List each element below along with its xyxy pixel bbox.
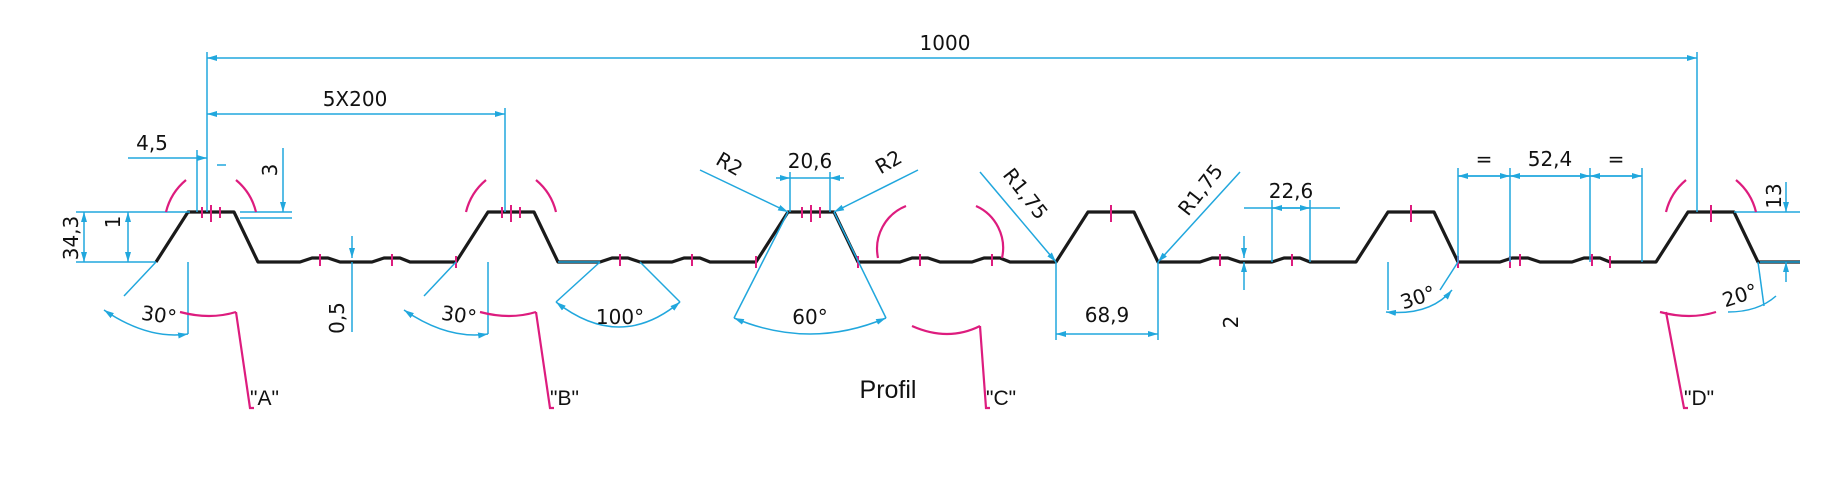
callout-c-label: "C": [986, 387, 1016, 410]
rib-base-label: 68,9: [1085, 303, 1130, 327]
crest-step-label: 3: [258, 164, 282, 177]
detail-c-marker: "C": [875, 204, 1016, 410]
dim-crest-top: 20,6 R2 R2: [699, 145, 919, 213]
dim-valley-step: 0,5: [325, 236, 355, 334]
angle-valley-label: 100°: [596, 305, 644, 329]
crest-top-label: 20,6: [788, 149, 833, 173]
dim-rib-base: 68,9: [1055, 262, 1159, 340]
step-height-label: 1: [101, 216, 125, 229]
overall-width-label: 1000: [920, 31, 971, 55]
dim-crest-edge: 4,5 3: [128, 131, 292, 219]
detail-b-marker: "B": [464, 179, 579, 410]
angle-b-label: 30°: [440, 301, 478, 330]
radius-right-label: R2: [871, 145, 906, 179]
callout-a-label: "A": [250, 387, 279, 410]
detail-a-marker: "A": [164, 179, 279, 410]
dim-edge-height: 13: [1734, 182, 1800, 282]
detail-d-marker: "D": [1659, 179, 1758, 410]
pitch-label: 5X200: [323, 87, 388, 111]
callout-d-label: "D": [1684, 387, 1714, 410]
profile-ticks: [201, 205, 1712, 268]
crest-edge-label: 4,5: [136, 131, 168, 155]
valley-step-label: 0,5: [325, 302, 349, 334]
radius-small-left-label: R1,75: [998, 163, 1053, 224]
sheet-profile-line: [154, 210, 1800, 264]
drawing-title: Profil: [860, 376, 917, 404]
rib-width-label: 22,6: [1269, 179, 1314, 203]
dim-overall-width: 1000: [206, 31, 1698, 212]
dim-rib-width: 22,6: [1244, 179, 1340, 262]
dim-angle-d-left: 30°: [1385, 261, 1459, 316]
angle-crest-label: 60°: [792, 305, 827, 329]
radius-left-label: R2: [712, 147, 747, 181]
dim-angle-a: 30°: [103, 261, 189, 339]
radius-small-right-label: R1,75: [1173, 159, 1228, 220]
dim-angle-d-right: 20°: [1719, 261, 1777, 313]
total-height-label: 34,3: [59, 216, 83, 261]
dim-valley-width: = 52,4 =: [1457, 147, 1643, 262]
dim-angle-valley: 100°: [555, 261, 681, 329]
dim-pitch: 5X200: [207, 87, 506, 212]
dim-angle-crest: 60°: [733, 211, 887, 335]
rib-gap-label: 2: [1219, 316, 1243, 329]
edge-height-label: 13: [1762, 183, 1786, 208]
angle-a-label: 30°: [140, 301, 178, 330]
equal-right-label: =: [1608, 147, 1625, 171]
dim-total-height: 34,3 1: [59, 211, 190, 263]
angle-d-left-label: 30°: [1397, 280, 1438, 314]
angle-d-right-label: 20°: [1719, 278, 1760, 312]
valley-width-label: 52,4: [1528, 147, 1573, 171]
callout-b-label: "B": [550, 387, 579, 410]
dim-angle-b: 30°: [403, 261, 489, 339]
equal-left-label: =: [1476, 147, 1493, 171]
dim-rib-gap: 2: [1219, 236, 1247, 329]
